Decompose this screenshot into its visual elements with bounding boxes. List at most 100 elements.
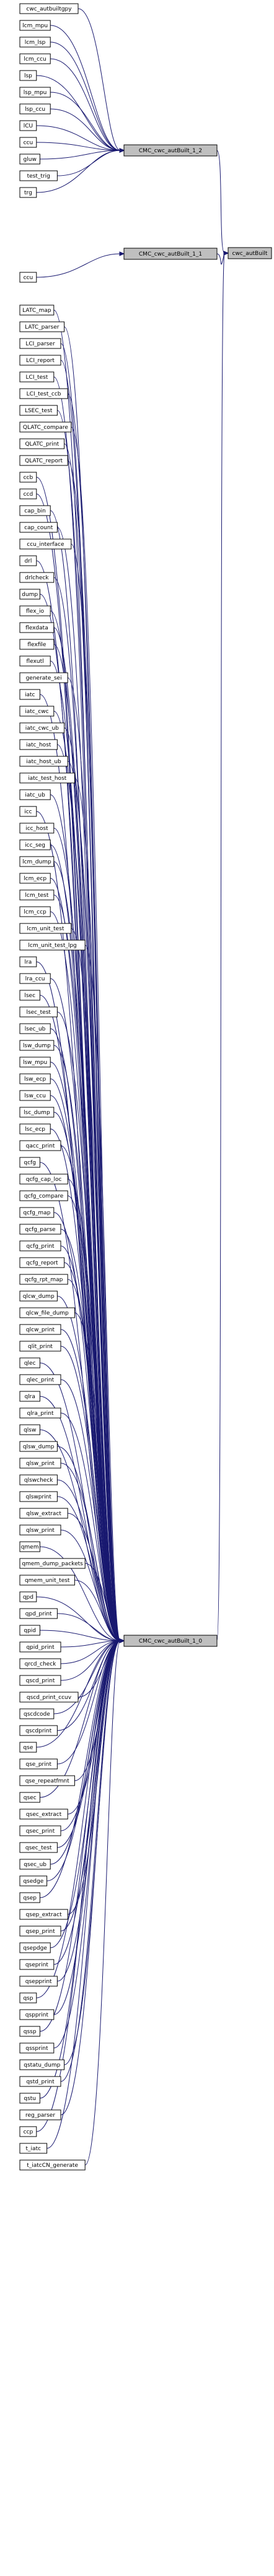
source-node-qlatc-report[interactable]: QLATC_report (19, 455, 68, 466)
source-node-qcfg-cap-loc[interactable]: qcfg_cap_loc (19, 1173, 68, 1185)
source-node-qse[interactable]: qse (19, 1742, 37, 1753)
source-node-lsc-dump[interactable]: lsc_dump (19, 1107, 55, 1118)
source-node-qscd-print[interactable]: qscd_print (19, 1675, 61, 1686)
source-node-lcu[interactable]: lCU (19, 120, 37, 131)
source-node-lci-report[interactable]: LCI_report (19, 355, 61, 366)
source-node-lci-parser[interactable]: LCI_parser (19, 338, 61, 349)
source-node-qlswcheck[interactable]: qlswcheck (19, 1474, 58, 1485)
source-node-ccp[interactable]: ccp (19, 2126, 37, 2137)
source-node-qlsw-print[interactable]: qlsw_print (19, 1524, 61, 1536)
source-node-qsep-extract[interactable]: qsep_extract (19, 1909, 68, 1920)
source-node-qspprint[interactable]: qspprint (19, 2009, 55, 2020)
source-node-flexfile[interactable]: flexfile (19, 639, 55, 650)
source-node-qmem-unit-test[interactable]: qmem_unit_test (19, 1575, 75, 1586)
source-node-qlcw-dump[interactable]: qlcw_dump (19, 1290, 58, 1302)
source-node-lcm-mpu[interactable]: lcm_mpu (19, 20, 51, 31)
source-node-qcfg-map[interactable]: qcfg_map (19, 1207, 55, 1218)
source-node-dump[interactable]: dump (19, 589, 40, 600)
source-node-qcfg-compare[interactable]: qcfg_compare (19, 1190, 68, 1201)
source-node-qlcw-file-dump[interactable]: qlcw_file_dump (19, 1307, 75, 1318)
source-node-icc-host[interactable]: icc_host (19, 823, 55, 834)
source-node-ccd[interactable]: ccd (19, 488, 37, 499)
source-node-iatc[interactable]: iatc (19, 689, 40, 700)
source-node-reg-parser[interactable]: reg_parser (19, 2109, 61, 2120)
source-node-iatc-host-ub[interactable]: iatc_host_ub (19, 756, 68, 767)
target-node-cmc-cwc-autbuilt-1-0[interactable]: CMC_cwc_autBuilt_1_0 (123, 1635, 218, 1647)
source-node-lsec-ub[interactable]: lsec_ub (19, 1023, 51, 1034)
source-node-lcm-unit-test-lpg[interactable]: lcm_unit_test_lpg (19, 940, 86, 951)
source-node-lsec-test[interactable]: lsec_test (19, 1006, 58, 1018)
target-node-cmc-cwc-autbuilt-1-1[interactable]: CMC_cwc_autBuilt_1_1 (123, 248, 218, 260)
source-node-qsep-print[interactable]: qsep_print (19, 1926, 61, 1937)
source-node-qsepprint[interactable]: qsepprint (19, 1976, 58, 1987)
source-node-lcm-lsp[interactable]: lcm_lsp (19, 37, 51, 48)
source-node-qsec[interactable]: qsec (19, 1792, 40, 1803)
source-node-qlsw-dump[interactable]: qlsw_dump (19, 1441, 58, 1452)
source-node-qpd[interactable]: qpd (19, 1591, 37, 1602)
source-node-qlswprint[interactable]: qlswprint (19, 1491, 58, 1502)
source-node-qscd-print-ccuv[interactable]: qscd_print_ccuv (19, 1692, 79, 1703)
source-node-icc[interactable]: icc (19, 806, 37, 817)
source-node-qmem-dump-packets[interactable]: qmem_dump_packets (19, 1558, 86, 1569)
source-node-qcfg-report[interactable]: qcfg_report (19, 1257, 65, 1268)
source-node-qlra-print[interactable]: qlra_print (19, 1407, 61, 1419)
source-node-lsp-mpu[interactable]: lsp_mpu (19, 87, 51, 98)
source-node-iatc-test-host[interactable]: iatc_test_host (19, 772, 75, 784)
source-node-qsec-ub[interactable]: qsec_ub (19, 1859, 51, 1870)
source-node-qse-repeatfmnt[interactable]: qse_repeatfmnt (19, 1775, 75, 1786)
source-node-ccu[interactable]: ccu (19, 137, 37, 148)
source-node-qlec[interactable]: qlec (19, 1357, 40, 1368)
source-node-lcm-dump[interactable]: lcm_dump (19, 856, 55, 867)
source-node-latc-map[interactable]: LATC_map (19, 305, 55, 316)
source-node-qcfg-parse[interactable]: qcfg_parse (19, 1224, 61, 1235)
source-node-qmem[interactable]: qmem (19, 1541, 40, 1552)
source-node-drlcheck[interactable]: drlcheck (19, 572, 55, 583)
source-node-qlra[interactable]: qlra (19, 1391, 40, 1402)
source-node-lcm-ccp[interactable]: lcm_ccp (19, 906, 51, 917)
source-node-qscdcode[interactable]: qscdcode (19, 1708, 55, 1719)
source-node-qlatc-compare[interactable]: QLATC_compare (19, 421, 72, 433)
source-node-qlsw-extract[interactable]: qlsw_extract (19, 1508, 68, 1519)
source-node-lsp[interactable]: lsp (19, 70, 37, 81)
source-node-qcfg-rpt-map[interactable]: qcfg_rpt_map (19, 1274, 68, 1285)
source-node-qlsw-print[interactable]: qlsw_print (19, 1458, 61, 1469)
source-node-qssp[interactable]: qssp (19, 2026, 40, 2037)
source-node-iatc-cwc-ub[interactable]: iatc_cwc_ub (19, 722, 65, 733)
source-node-lci-test-ccb[interactable]: LCI_test_ccb (19, 388, 68, 399)
source-node-qlsw[interactable]: qlsw (19, 1424, 40, 1435)
source-node-lsw-ecp[interactable]: lsw_ecp (19, 1073, 51, 1084)
source-node-qsec-test[interactable]: qsec_test (19, 1842, 58, 1853)
source-node-qseprint[interactable]: qseprint (19, 1959, 55, 1970)
source-node-qstu[interactable]: qstu (19, 2093, 40, 2104)
source-node-iatc-cwc[interactable]: iatc_cwc (19, 706, 55, 717)
source-node-lsc-ecp[interactable]: lsc_ecp (19, 1123, 51, 1135)
source-node-lsec[interactable]: lsec (19, 990, 40, 1001)
source-node-lsw-dump[interactable]: lsw_dump (19, 1040, 55, 1051)
source-node-cwc-autbuiltgpy[interactable]: cwc_autbuiltgpy (19, 3, 79, 14)
source-node-lcm-unit-test[interactable]: lcm_unit_test (19, 923, 72, 934)
source-node-qlit-print[interactable]: qlit_print (19, 1341, 61, 1352)
source-node-qstd-print[interactable]: qstd_print (19, 2076, 61, 2087)
source-node-ccu-interface[interactable]: ccu_interface (19, 538, 72, 550)
source-node-icc-seg[interactable]: icc_seg (19, 839, 51, 850)
source-node-cap-count[interactable]: cap_count (19, 522, 58, 533)
source-node-lsw-mpu[interactable]: lsw_mpu (19, 1057, 51, 1068)
source-node-lsw-ccu[interactable]: lsw_ccu (19, 1090, 51, 1101)
source-node-qlcw-print[interactable]: qlcw_print (19, 1324, 61, 1335)
source-node-qse-print[interactable]: qse_print (19, 1758, 58, 1770)
source-node-flexdata[interactable]: flexdata (19, 622, 55, 633)
target-node-cwc-autbuilt[interactable]: cwc_autBuilt (228, 247, 272, 259)
source-node-lsp-ccu[interactable]: lsp_ccu (19, 103, 51, 115)
source-node-latc-parser[interactable]: LATC_parser (19, 321, 65, 332)
source-node-qcfg-print[interactable]: qcfg_print (19, 1240, 61, 1251)
source-node-qssprint[interactable]: qssprint (19, 2042, 55, 2054)
source-node-qsec-print[interactable]: qsec_print (19, 1825, 61, 1836)
source-node-ccu[interactable]: ccu (19, 272, 37, 283)
source-node-qsp[interactable]: qsp (19, 1992, 37, 2003)
source-node-qpd-print[interactable]: qpd_print (19, 1608, 58, 1619)
source-node-qscdprint[interactable]: qscdprint (19, 1725, 58, 1736)
source-node-lcm-test[interactable]: lcm_test (19, 889, 55, 901)
source-node-qrcd-check[interactable]: qrcd_check (19, 1658, 61, 1669)
source-node-flexutl[interactable]: flexutl (19, 655, 51, 667)
source-node-qsec-extract[interactable]: qsec_extract (19, 1809, 68, 1820)
